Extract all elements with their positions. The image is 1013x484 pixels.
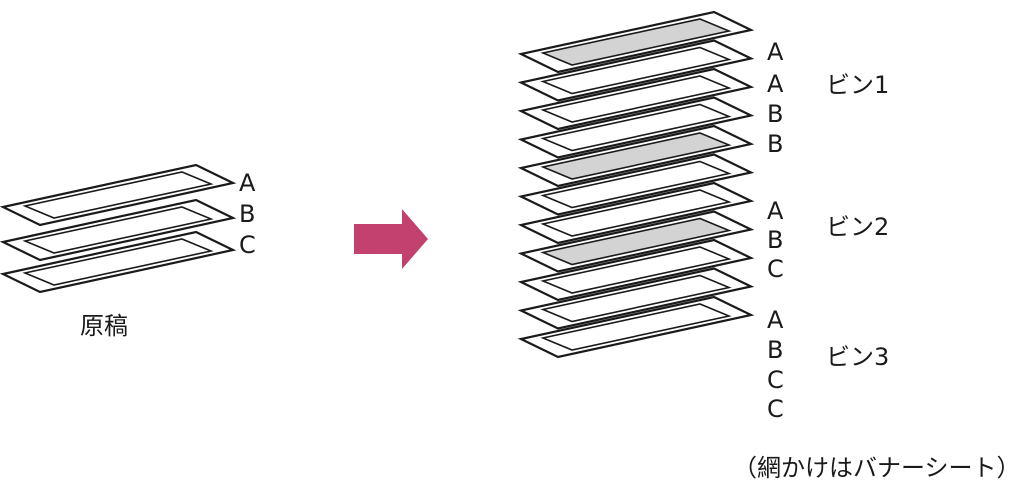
bin-1-sheet-2-inner-frame: [540, 46, 732, 95]
bin-3-sheet-4: [517, 295, 755, 359]
original-sheet-2-inner-frame: [22, 206, 214, 254]
bin-1-letter-4: B: [767, 130, 783, 158]
bin-1-sheet-1-banner-fill: [540, 18, 732, 66]
bin-1-sheet-3-inner-frame: [540, 75, 732, 123]
bin-3-sheet-3: [517, 267, 755, 330]
original-sheet-3-inner-frame: [22, 238, 214, 286]
bin-2-label: ビン2: [826, 213, 889, 241]
bin-2-group: A B C ビン2: [767, 197, 889, 283]
original-stack: A B C 原稿: [0, 163, 256, 340]
banner-sheet-note: （網かけはバナーシート）: [733, 454, 1013, 482]
bin-3-sheet-1: [517, 210, 755, 273]
original-sheet-1-inner-frame: [22, 171, 214, 219]
original-label-c: C: [239, 231, 256, 259]
bin-2-sheet-3: [517, 181, 755, 245]
bin-2-sheet-2: [517, 153, 755, 216]
bin-2-sheet-3-inner-frame: [540, 189, 732, 237]
bin-1-letter-3: B: [767, 100, 783, 128]
bin-3-letter-3: C: [767, 366, 784, 394]
bin-3-sheet-2-inner-frame: [540, 246, 732, 294]
original-label-b: B: [239, 200, 255, 228]
bin-3-letter-1: A: [767, 306, 784, 334]
bin-3-label: ビン3: [826, 343, 889, 371]
original-sheet-2: [0, 198, 237, 262]
bin-1-group: A A B B ビン1: [767, 38, 889, 158]
bin-3-group: A B C C ビン3: [767, 306, 889, 423]
bin-3-letter-2: B: [767, 336, 783, 364]
original-caption: 原稿: [80, 312, 128, 340]
bin-1-letter-2: A: [767, 70, 784, 98]
bin-2-letter-3: C: [767, 255, 784, 283]
bin-2-sheet-1-banner-fill: [540, 132, 732, 180]
bin-1-sheet-4-inner-frame: [540, 103, 732, 152]
bin-3-sheet-2: [517, 238, 755, 302]
bin-2-letter-2: B: [767, 226, 783, 254]
bin-1-sheet-3: [517, 67, 755, 131]
original-sheets: [0, 163, 237, 294]
bin-2-sheet-2-inner-frame: [540, 160, 732, 209]
bin-2-sheet-1: [517, 124, 755, 188]
right-arrow-icon: [354, 209, 428, 269]
bin-1-sheet-4: [517, 96, 755, 159]
bin-1-letter-1: A: [767, 38, 784, 66]
bin-3-letter-4: C: [767, 395, 784, 423]
original-label-a: A: [239, 169, 256, 197]
bin-2-letter-1: A: [767, 197, 784, 225]
output-stack: [517, 10, 755, 359]
original-sheet-3: [0, 230, 237, 294]
bin-1-label: ビン1: [826, 71, 889, 99]
original-sheet-1: [0, 163, 237, 227]
bin-3-sheet-4-inner-frame: [540, 303, 732, 351]
bin-3-sheet-3-inner-frame: [540, 274, 732, 323]
bin-3-sheet-1-banner-fill: [540, 217, 732, 266]
bin-1-sheet-1: [517, 10, 755, 74]
bin-1-sheet-2: [517, 39, 755, 102]
